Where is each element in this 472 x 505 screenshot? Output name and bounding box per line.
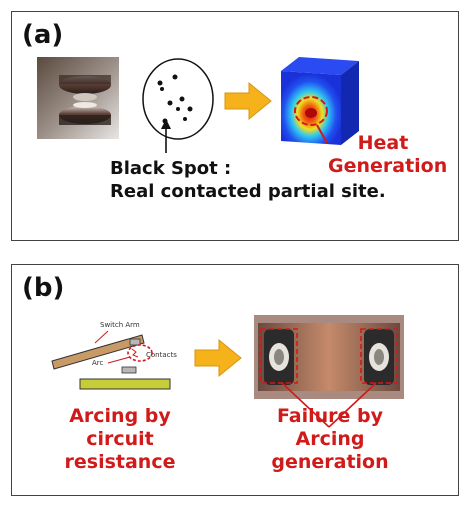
failure-caption: Failure by Arcing generation — [260, 405, 400, 474]
heat-line-1: Heat — [357, 132, 409, 154]
heat-simulation-image — [281, 57, 359, 145]
panel-a-label: (a) — [22, 20, 64, 50]
black-spot-diagram — [142, 58, 214, 153]
panel-b: (b) Switch Arm Arc Contacts — [11, 264, 459, 496]
arcing-line-1: Arcing by — [69, 405, 171, 427]
failure-line-2: Arcing — [295, 428, 365, 450]
arc-label: Arc — [92, 359, 104, 367]
process-arrow-icon — [194, 338, 242, 378]
heat-line-2: Generation — [328, 155, 448, 177]
contacts-label: Contacts — [146, 351, 177, 359]
process-arrow-icon — [224, 81, 272, 121]
black-spot-description: Real contacted partial site. — [110, 181, 386, 202]
failure-photo — [254, 315, 404, 428]
arcing-line-3: resistance — [64, 451, 176, 473]
black-spot-title: Black Spot : — [110, 158, 232, 179]
failure-line-1: Failure by — [276, 405, 384, 427]
panel-a: (a) — [11, 11, 459, 241]
heat-generation-caption: Heat Generation — [328, 132, 448, 178]
switch-arm-diagram: Switch Arm Arc Contacts — [51, 321, 177, 390]
panel-b-label: (b) — [22, 273, 65, 303]
black-spot-caption: Black Spot : Real contacted partial site… — [110, 157, 386, 203]
arcing-caption: Arcing by circuit resistance — [50, 405, 190, 474]
failure-line-3: generation — [271, 451, 389, 473]
contact-photo — [37, 57, 119, 139]
switch-arm-label: Switch Arm — [100, 321, 140, 329]
arcing-line-2: circuit — [86, 428, 154, 450]
